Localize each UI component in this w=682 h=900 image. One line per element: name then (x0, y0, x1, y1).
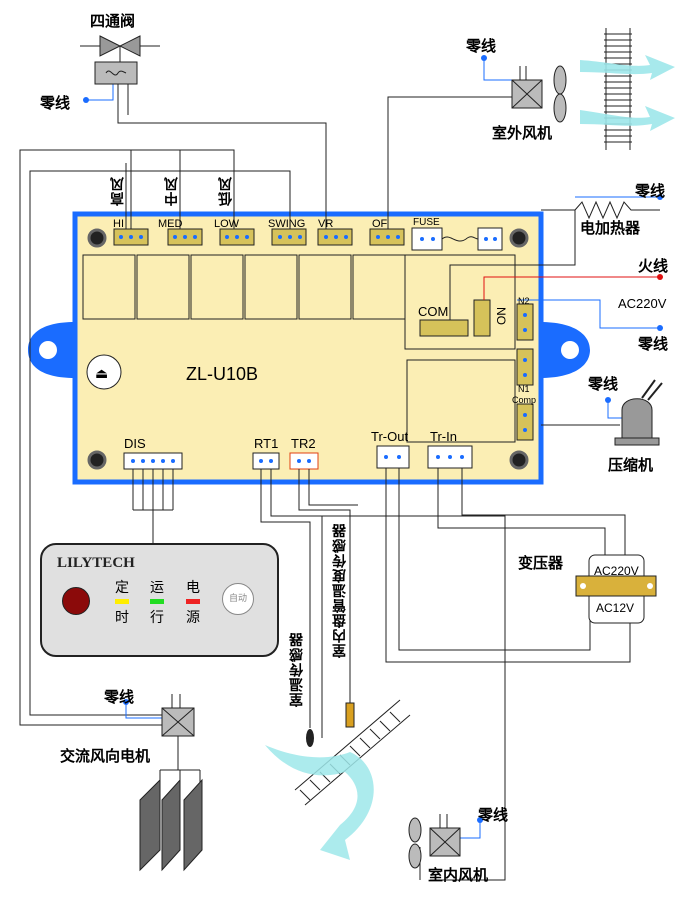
fuse-holder (411, 227, 443, 251)
board-mount-holes (87, 228, 529, 470)
outdoor-fan-label: 室外风机 (492, 124, 553, 142)
heater-zero-label: 零线 (635, 182, 666, 200)
timer-indicator-top: 定 (115, 580, 129, 596)
speed-low-label: 低风 (218, 176, 234, 206)
buzzer (86, 354, 122, 390)
valve-label: 四通阀 (90, 12, 136, 30)
n1-terminal (516, 348, 534, 386)
coil-sensor-label: 室内盘管温度传感器 (332, 523, 348, 658)
relays (82, 254, 516, 443)
outdoor-zero-label: 零线 (466, 37, 497, 55)
tr-out-label: Tr-Out (371, 429, 409, 444)
panel-brand: LILYTECH (57, 555, 135, 571)
terminal-low: LOW (214, 218, 240, 230)
power-led (186, 599, 200, 604)
display-panel: LILYTECH 定 时 运 行 电 源 自动 (40, 543, 279, 657)
run-led (150, 599, 164, 604)
compressor (614, 379, 663, 446)
indoor-fan-motor (408, 814, 461, 869)
no-terminal (473, 299, 491, 337)
n2-terminal (516, 303, 534, 341)
four-way-valve (80, 35, 160, 85)
comp-label: Comp (512, 395, 537, 405)
airflow-arrows (580, 55, 675, 131)
power-indicator-top: 电 (186, 580, 200, 596)
heater-label: 电加热器 (580, 219, 641, 237)
com-label: COM (418, 304, 449, 319)
power-indicator-bottom: 源 (186, 610, 200, 626)
speed-high-label: 高风 (110, 176, 126, 206)
run-indicator-bottom: 行 (150, 610, 164, 626)
no-label: NO (494, 307, 508, 325)
indoor-fan-label: 室内风机 (428, 866, 489, 884)
tr-out-connector (376, 445, 410, 469)
rt1-connector (252, 452, 280, 470)
tr-in-label: Tr-In (430, 429, 457, 444)
terminal-swing: SWING (268, 218, 306, 230)
timer-indicator-bottom: 时 (115, 610, 129, 626)
indoor-zero-label: 零线 (478, 806, 509, 824)
n1-label: N1 (518, 384, 530, 394)
ac220-label: AC220V (618, 296, 667, 311)
n2-zero-label: 零线 (638, 335, 669, 353)
room-temp-sensor (306, 729, 314, 747)
terminal-vr: VR (318, 218, 334, 230)
comp-terminal (516, 403, 534, 441)
compressor-label: 压缩机 (608, 456, 654, 474)
heater-coil (574, 200, 660, 220)
auto-button[interactable]: 自动 (222, 583, 254, 615)
indoor-airflow-arrow (265, 745, 374, 860)
transformer-secondary: AC12V (596, 601, 635, 615)
dis-label: DIS (124, 436, 146, 451)
tr2-label: TR2 (291, 436, 316, 451)
outdoor-fan-motor (511, 65, 567, 123)
valve-zero-label: 零线 (40, 94, 71, 112)
swing-motor (139, 694, 203, 872)
transformer (575, 554, 657, 624)
terminal-of: OF (372, 218, 388, 230)
tr2-connector (289, 452, 319, 470)
timer-led (115, 599, 129, 604)
coil-temp-sensor (345, 702, 355, 728)
speed-mid-label: 中风 (164, 176, 180, 206)
transformer-primary: AC220V (594, 564, 639, 578)
run-indicator-top: 运 (150, 580, 164, 596)
condenser-coil (604, 28, 632, 150)
power-button[interactable] (62, 587, 90, 615)
terminal-hi: HI (113, 218, 124, 230)
com-terminal (419, 319, 469, 337)
live-label: 火线 (638, 257, 669, 275)
rt1-label: RT1 (254, 436, 279, 451)
swing-motor-label: 交流风向电机 (60, 747, 151, 765)
svg-text:⏏: ⏏ (95, 366, 108, 382)
board-model: ZL-U10B (186, 364, 259, 384)
fuse-label: FUSE (413, 217, 440, 228)
transformer-label: 变压器 (518, 554, 564, 572)
swing-zero-label: 零线 (104, 688, 135, 706)
terminal-med: MED (158, 218, 183, 230)
comp-zero-label: 零线 (588, 375, 619, 393)
room-sensor-label: 室温传感器 (289, 632, 305, 707)
n2-label: N2 (518, 296, 530, 306)
